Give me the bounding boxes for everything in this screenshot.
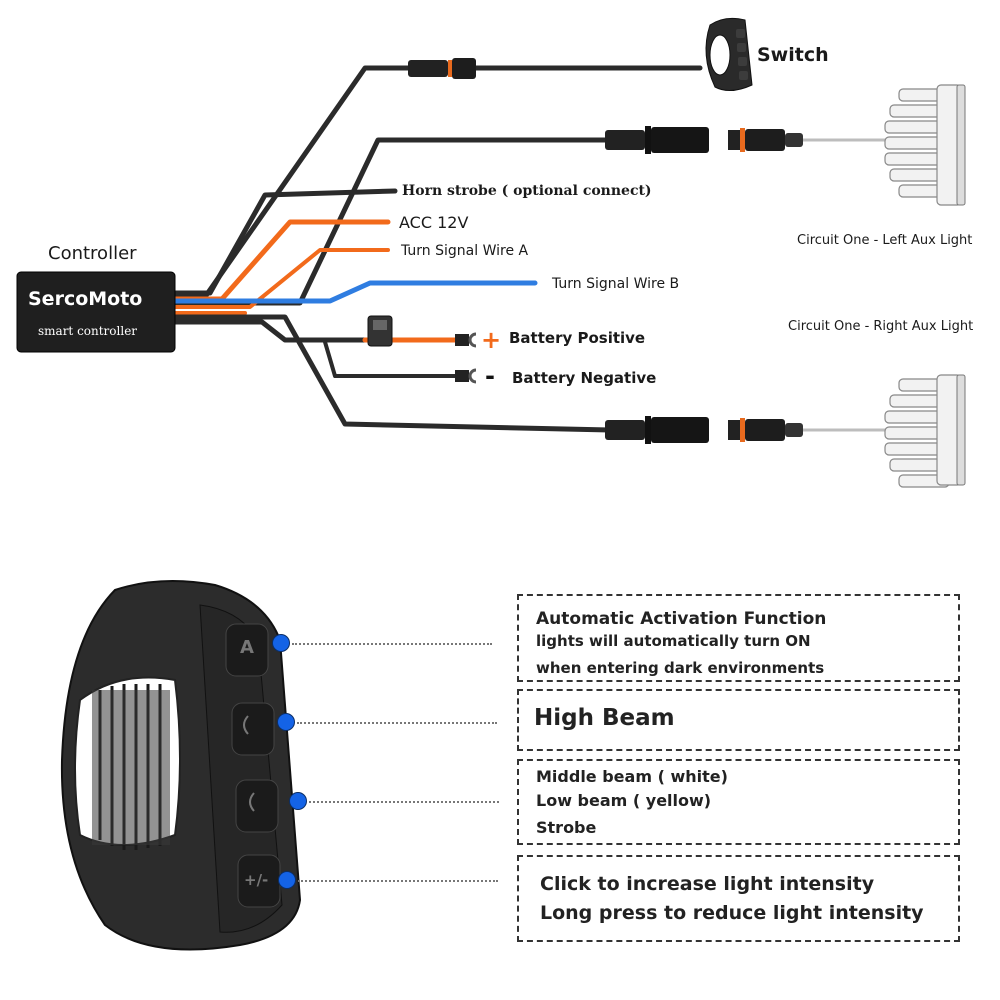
battery-plus-sign: + bbox=[481, 326, 502, 354]
battery-negative-label: Battery Negative bbox=[512, 369, 657, 387]
wire-battery-positive bbox=[172, 319, 368, 343]
mode-leader-line bbox=[309, 801, 499, 803]
switch-connector bbox=[408, 58, 476, 79]
wire-horn-strobe bbox=[172, 188, 398, 296]
high-beam-leader-line bbox=[297, 722, 497, 724]
high-beam-label: High Beam bbox=[534, 705, 675, 731]
intensity-box: Click to increase light intensity Long p… bbox=[517, 855, 960, 942]
wire-battery-negative bbox=[323, 340, 462, 378]
left-aux-light-label: Circuit One - Left Aux Light bbox=[797, 233, 973, 248]
intensity-down-label: Long press to reduce light intensity bbox=[540, 902, 924, 924]
wire-switch bbox=[172, 65, 413, 300]
battery-negative-terminal bbox=[455, 368, 477, 384]
battery-positive-label: Battery Positive bbox=[509, 329, 646, 347]
switch-label: Switch bbox=[757, 44, 829, 66]
intensity-up-label: Click to increase light intensity bbox=[540, 873, 875, 895]
auto-button-dot bbox=[272, 634, 290, 652]
auto-activation-line2: when entering dark environments bbox=[536, 659, 825, 677]
mode-button-dot bbox=[289, 792, 307, 810]
right-aux-light-label: Circuit One - Right Aux Light bbox=[788, 319, 974, 334]
intensity-button-dot bbox=[278, 871, 296, 889]
auto-leader-line bbox=[292, 643, 492, 645]
intensity-button-glyph: +/- bbox=[244, 871, 269, 889]
auto-activation-box: Automatic Activation Function lights wil… bbox=[517, 594, 960, 682]
controller-label: Controller bbox=[48, 243, 137, 264]
auto-activation-line1: lights will automatically turn ON bbox=[536, 632, 811, 650]
low-beam-label: Low beam ( yellow) bbox=[536, 791, 712, 810]
left-light-connector bbox=[605, 126, 803, 154]
acc-label: ACC 12V bbox=[399, 213, 469, 232]
controller-box bbox=[16, 271, 176, 353]
auto-activation-title: Automatic Activation Function bbox=[536, 609, 827, 629]
high-beam-box: High Beam bbox=[517, 689, 960, 751]
switch-icon bbox=[705, 17, 753, 91]
horn-strobe-label: Horn strobe ( optional connect) bbox=[402, 183, 652, 199]
controller-subtitle: smart controller bbox=[38, 324, 138, 338]
wire-turn-a bbox=[173, 248, 390, 309]
left-aux-light-icon bbox=[884, 84, 966, 206]
turn-signal-a-label: Turn Signal Wire A bbox=[401, 243, 529, 259]
intensity-leader-line bbox=[298, 880, 498, 882]
high-beam-button-dot bbox=[277, 713, 295, 731]
strobe-label: Strobe bbox=[536, 818, 597, 837]
right-aux-light-icon bbox=[884, 374, 966, 488]
battery-minus-sign: - bbox=[485, 362, 495, 390]
handlebar-switch-illustration bbox=[60, 580, 302, 951]
right-light-connector bbox=[605, 416, 803, 444]
turn-signal-b-label: Turn Signal Wire B bbox=[552, 276, 680, 292]
auto-button-glyph: A bbox=[240, 637, 254, 658]
controller-brand: SercoMoto bbox=[28, 288, 143, 310]
beam-mode-box: Middle beam ( white) Low beam ( yellow) … bbox=[517, 759, 960, 845]
wire-right-light bbox=[172, 314, 613, 433]
wire-turn-b bbox=[172, 280, 538, 304]
middle-beam-label: Middle beam ( white) bbox=[536, 767, 728, 786]
battery-positive-terminal bbox=[455, 332, 477, 348]
